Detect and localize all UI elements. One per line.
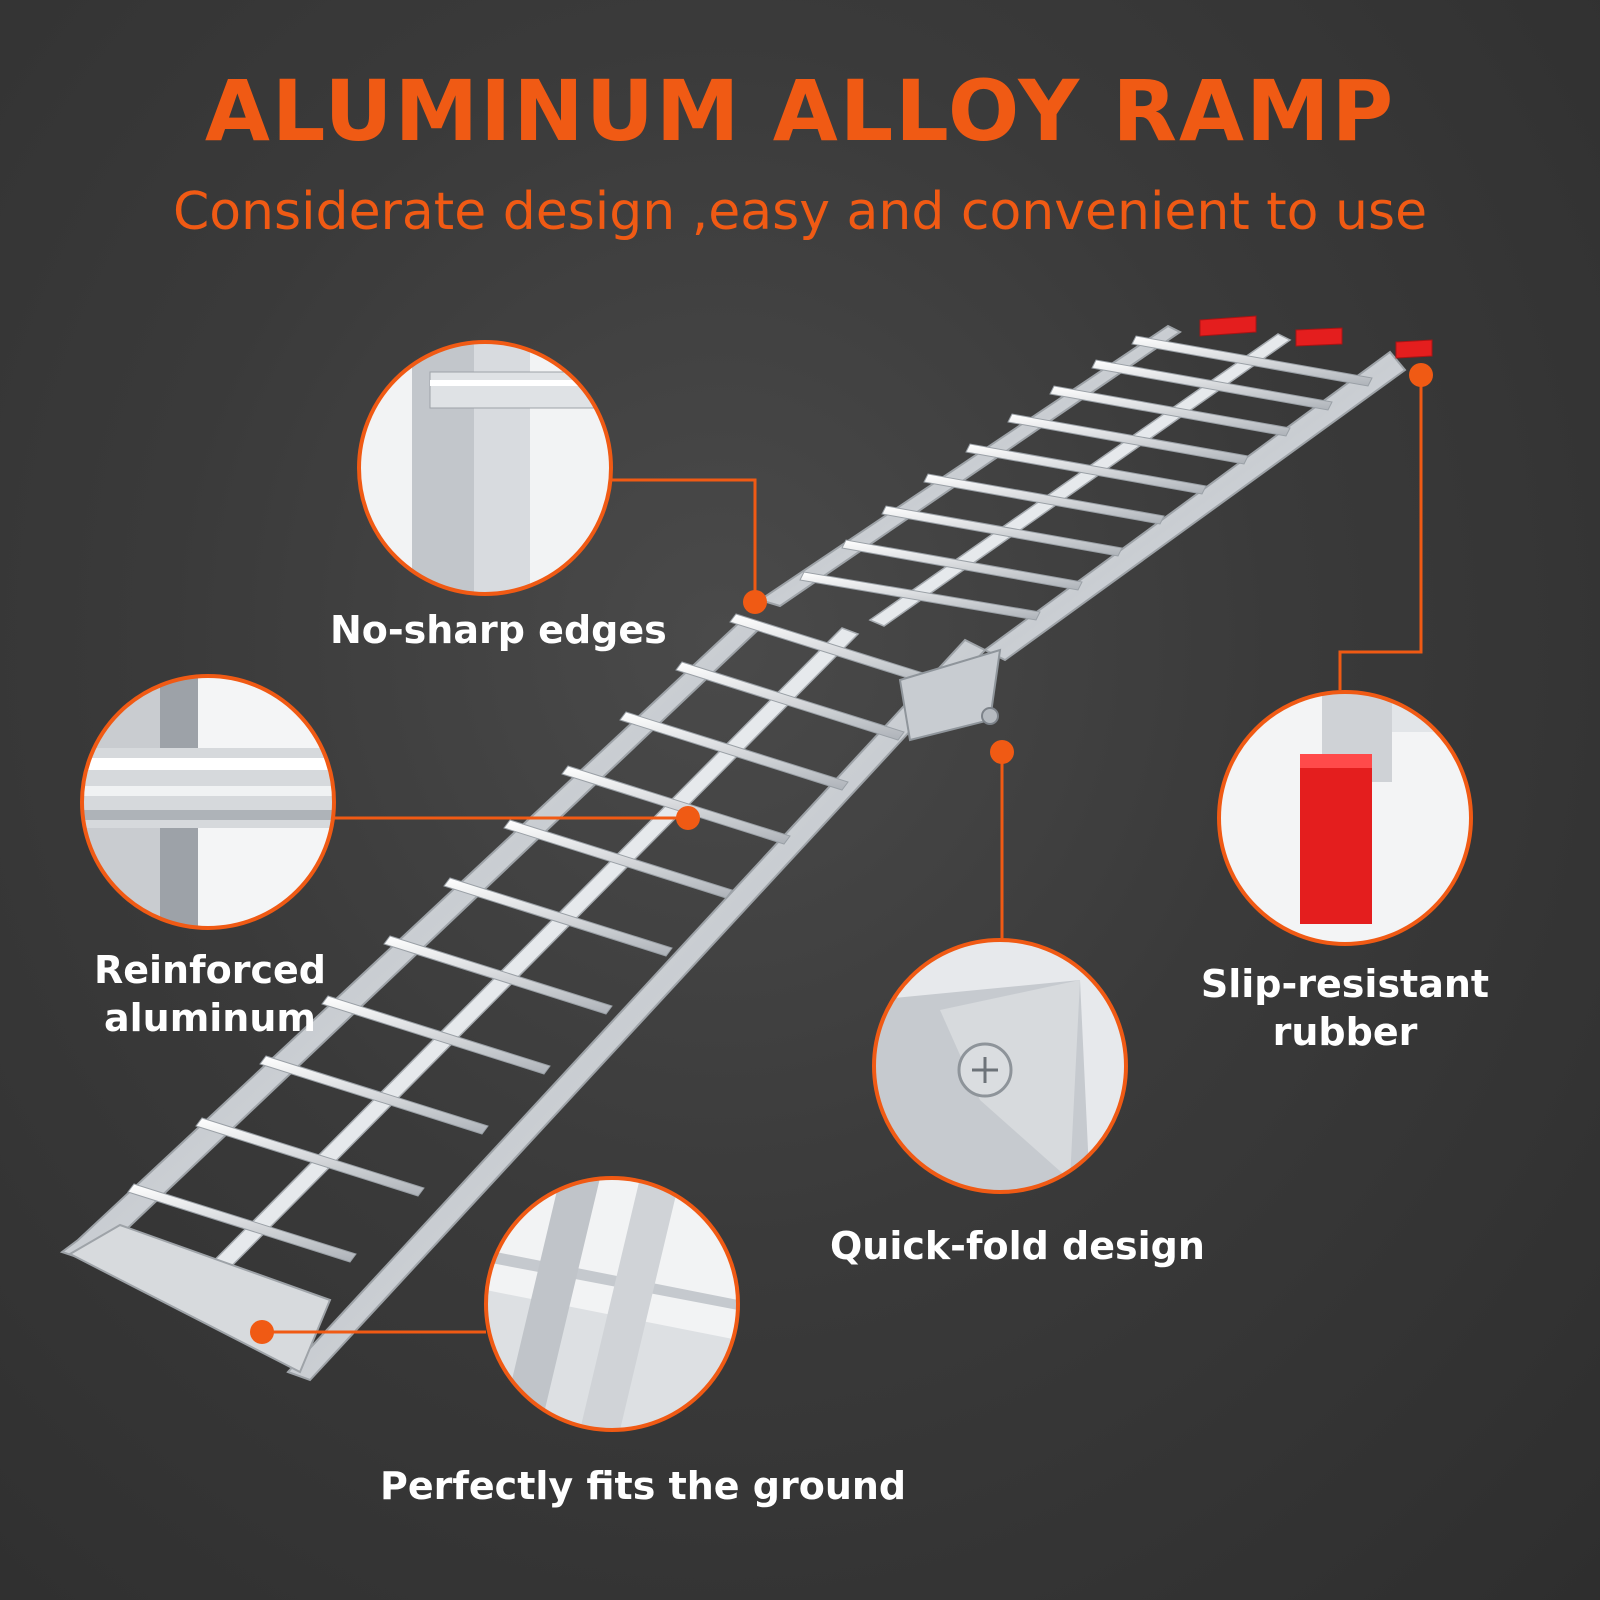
hinge-bolt (981, 707, 999, 725)
detail-ground-fit (484, 1176, 740, 1432)
label-reinforced-line-1: Reinforced (94, 948, 326, 992)
ramp (59, 315, 1433, 1382)
label-ground-fit: Perfectly fits the ground (380, 1464, 907, 1508)
dot-fold (990, 740, 1014, 764)
page-subtitle: Considerate design ,easy and convenient … (172, 182, 1428, 242)
ramp-rungs-upper (799, 335, 1373, 621)
detail-slip-resistant-rubber (1217, 690, 1473, 946)
dot-reinforced (676, 806, 700, 830)
detail-no-sharp-edges (357, 340, 613, 596)
rubber-tips (1199, 315, 1433, 359)
detail-reinforced-aluminum (80, 674, 336, 930)
detail-quick-fold (872, 938, 1128, 1194)
dot-rubber (1409, 363, 1433, 387)
label-no-sharp-edges: No-sharp edges (330, 608, 667, 652)
callout-dots (250, 363, 1433, 1344)
callout-lines (262, 375, 1423, 1334)
page-title: ALUMINUM ALLOY RAMP (204, 62, 1396, 160)
ramp-center-beam-upper (868, 333, 1292, 627)
dot-ground (250, 1320, 274, 1344)
dot-no-sharp-edges (743, 590, 767, 614)
label-quick-fold: Quick-fold design (830, 1224, 1205, 1268)
ramp-ground-plate (67, 1223, 332, 1374)
label-slip-resistant: Slip-resistant rubber (1195, 960, 1495, 1056)
ramp-rungs-lower (127, 613, 959, 1263)
label-reinforced-line-2: aluminum (103, 996, 317, 1040)
label-reinforced-aluminum: Reinforced aluminum (60, 946, 360, 1042)
label-slip-line-1: Slip-resistant (1200, 962, 1490, 1006)
label-slip-line-2: rubber (1272, 1010, 1418, 1054)
